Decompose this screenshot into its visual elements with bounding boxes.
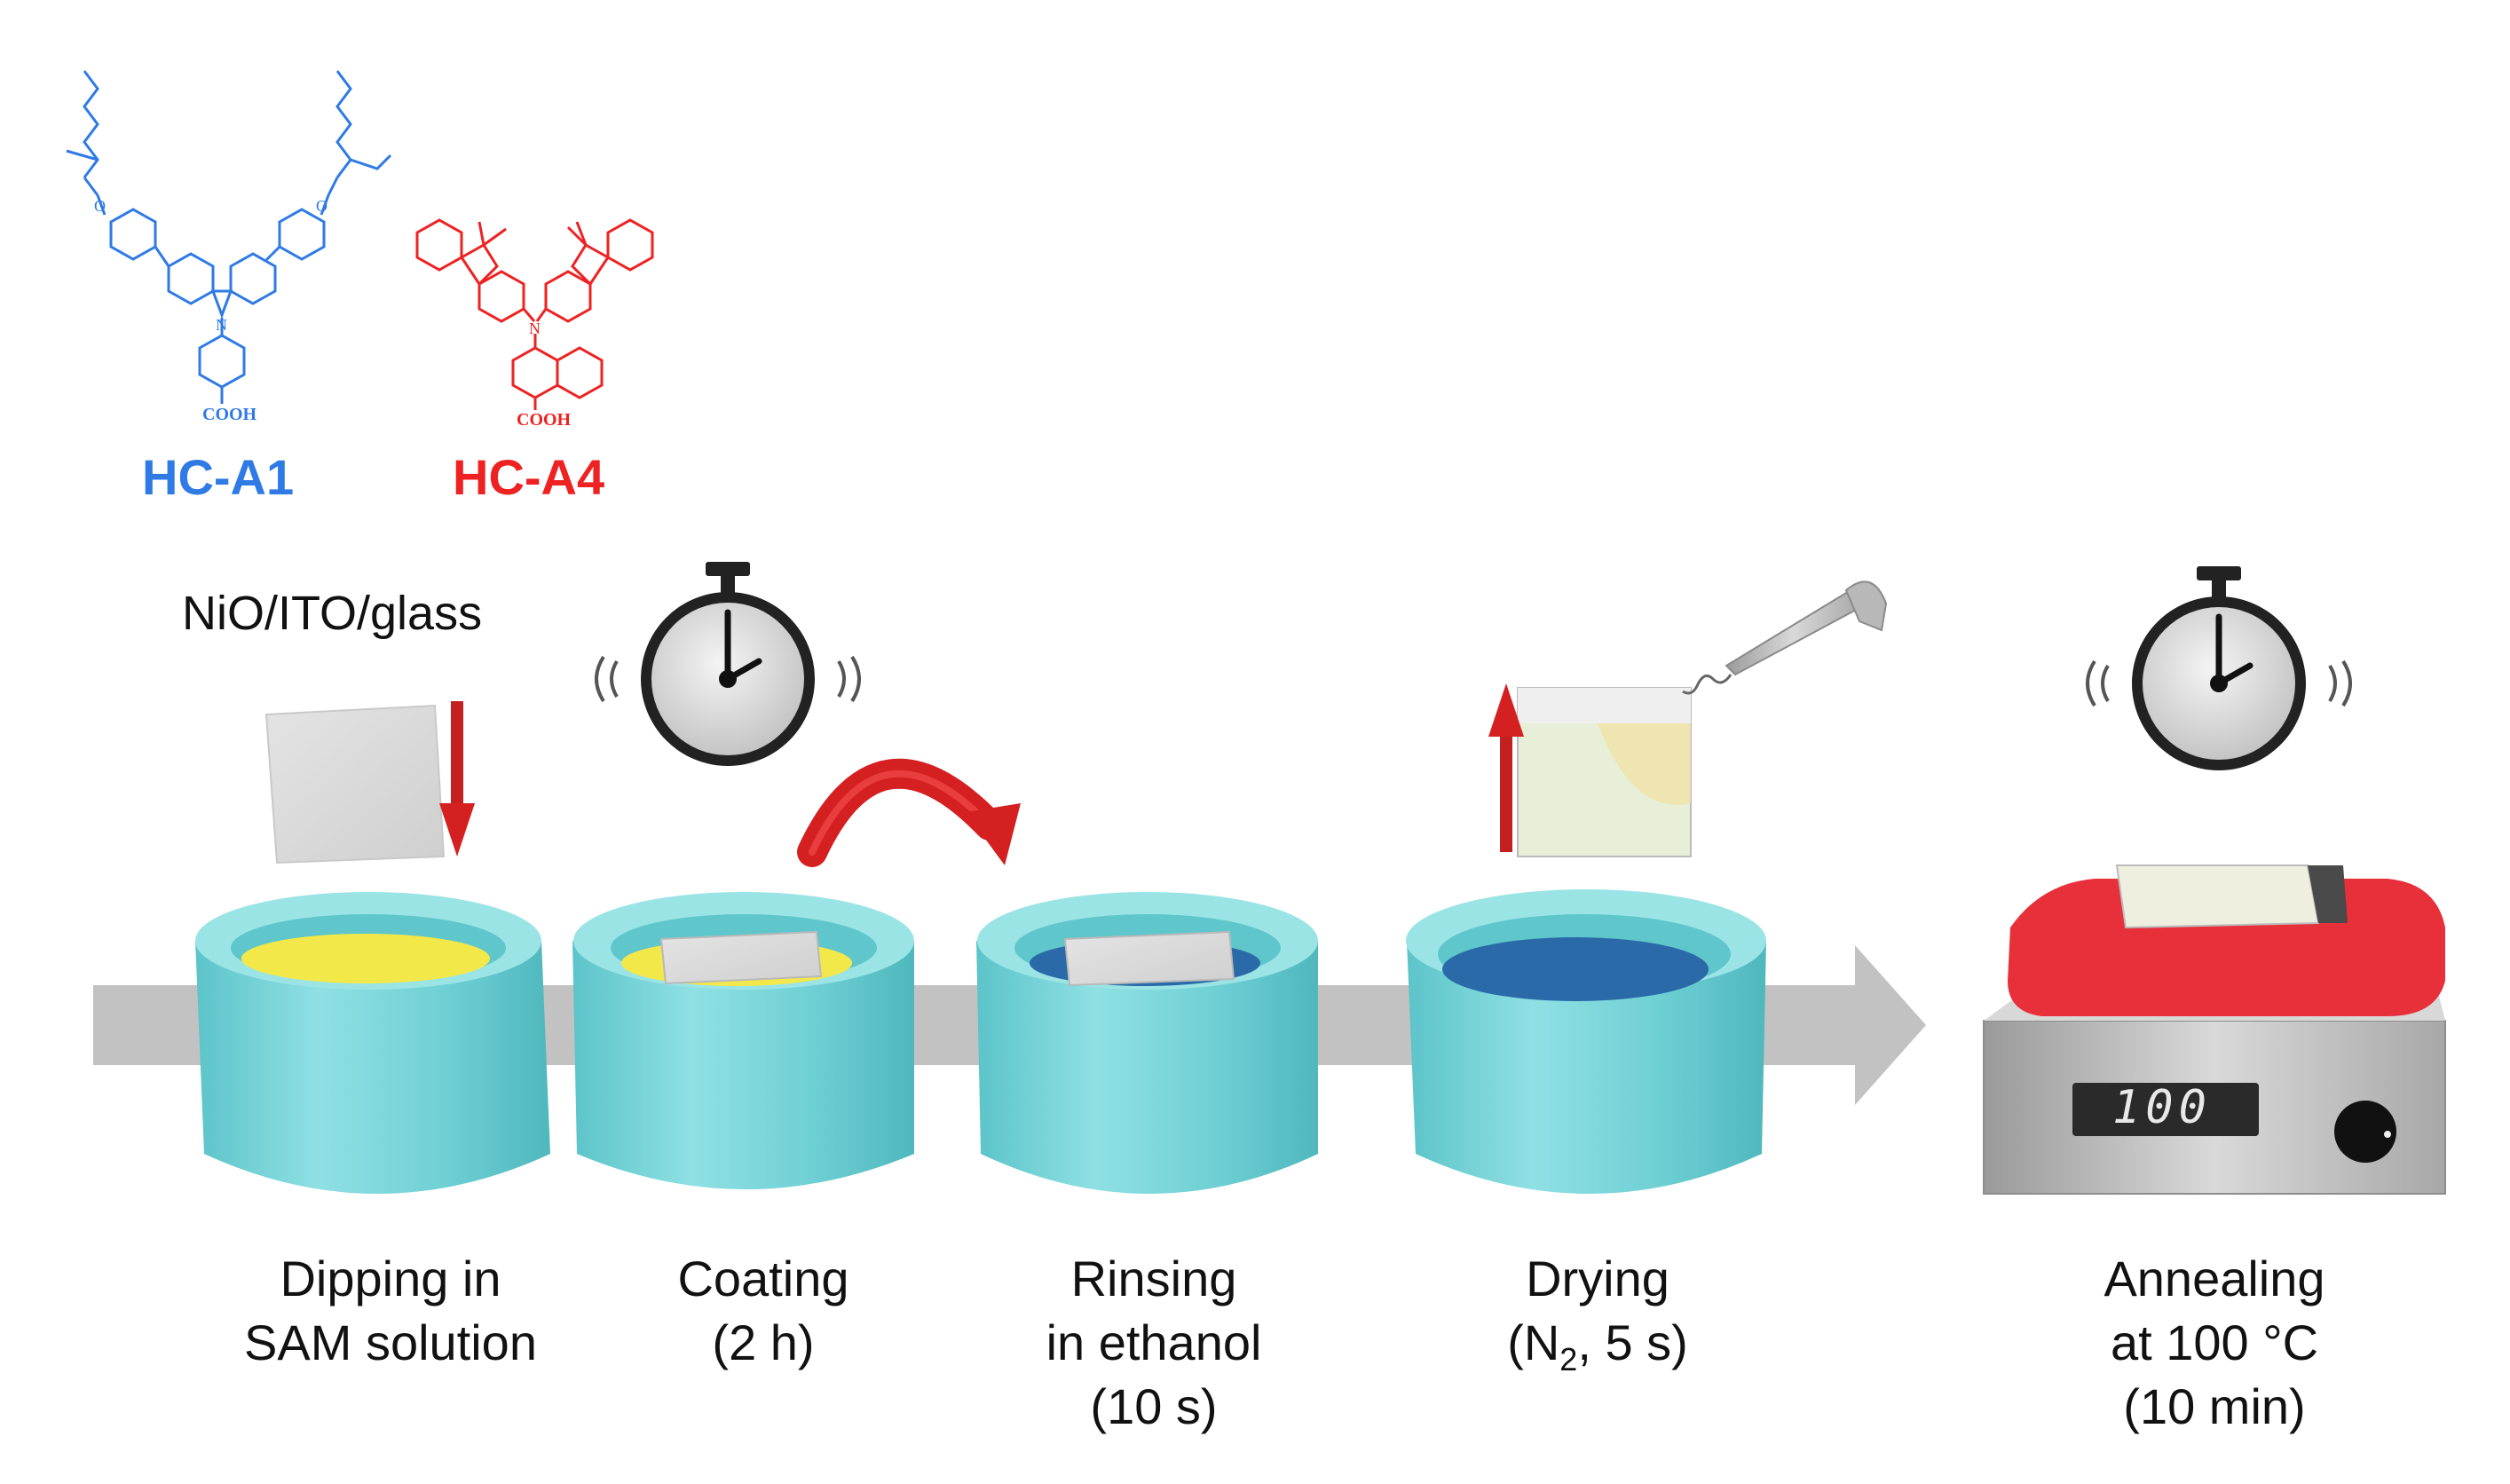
substrate-in-ethanol	[1063, 930, 1235, 987]
svg-text:O: O	[316, 197, 328, 215]
step-annealing-line2: at 100 °C	[2110, 1314, 2319, 1370]
up-arrow	[1488, 683, 1524, 852]
molecule-hc-a4-atom-labels: N	[529, 320, 541, 337]
step-drying-line2-rest: , 5 s)	[1577, 1314, 1688, 1370]
substrate-in-solution	[659, 930, 823, 985]
hotplate-display	[2072, 1083, 2259, 1136]
step-rinsing-line3: (10 s)	[1090, 1378, 1218, 1434]
step-dipping-line1: Dipping in	[280, 1251, 501, 1306]
substrate-on-hotplate	[2115, 864, 2320, 929]
molecule-hc-a4-structure	[415, 218, 654, 410]
molecule-hc-a1-structure	[66, 70, 392, 404]
substrate-label: NiO/ITO/glass	[182, 587, 483, 640]
step-coating-line1: Coating	[677, 1251, 849, 1306]
step-label-rinsing: Rinsing in ethanol (10 s)	[923, 1247, 1385, 1439]
nitrogen-gun-icon	[1682, 580, 1888, 695]
molecule-hc-a1-atom-labels: O O N	[94, 197, 328, 334]
step-drying-line2-subscript: 2	[1559, 1341, 1578, 1378]
step-drying-line1: Drying	[1526, 1251, 1669, 1306]
beaker-dipping	[195, 892, 550, 1194]
svg-text:N: N	[529, 320, 541, 337]
substrate-slide-drying	[1517, 687, 1692, 857]
down-arrow	[439, 701, 475, 856]
beaker-rinsing	[976, 892, 1318, 1194]
step-label-dipping: Dipping in SAM solution	[160, 1247, 621, 1375]
step-label-annealing: Annealing at 100 °C (10 min)	[1984, 1247, 2445, 1439]
step-label-drying: Drying (N2, 5 s)	[1367, 1247, 1828, 1392]
step-drying-line2-wrap: (N2, 5 s)	[1367, 1311, 1828, 1392]
step-annealing-line1: Annealing	[2104, 1251, 2325, 1306]
stopwatch-annealing-icon	[2086, 566, 2352, 770]
hotplate	[1983, 864, 2446, 1195]
step-dipping-line2: SAM solution	[244, 1314, 537, 1370]
step-rinsing-line1: Rinsing	[1070, 1251, 1237, 1306]
step-label-coating: Coating (2 h)	[533, 1247, 994, 1375]
hc-a1-cooh-label: COOH	[202, 405, 257, 424]
gas-flow-icon	[1682, 674, 1733, 695]
step-rinsing-line2: in ethanol	[1046, 1314, 1262, 1370]
substrate-slide-dipping	[264, 704, 446, 864]
hc-a4-label: HC-A4	[453, 449, 605, 505]
hotplate-knob	[2334, 1101, 2396, 1163]
step-drying-line2: (N	[1507, 1314, 1560, 1370]
step-annealing-line3: (10 min)	[2123, 1378, 2306, 1434]
hc-a4-cooh-label: COOH	[517, 410, 572, 430]
step-coating-line2: (2 h)	[712, 1314, 815, 1370]
svg-text:O: O	[94, 197, 106, 215]
stopwatch-coating-icon	[595, 562, 861, 766]
hotplate-display-value: 100	[2112, 1081, 2212, 1134]
sam-solution-surface	[241, 934, 490, 983]
hc-a1-label: HC-A1	[142, 449, 295, 505]
beaker-coating	[572, 892, 914, 1189]
curved-transfer-arrow	[797, 758, 1021, 867]
svg-text:N: N	[216, 316, 227, 334]
beaker-drying	[1406, 889, 1766, 1194]
